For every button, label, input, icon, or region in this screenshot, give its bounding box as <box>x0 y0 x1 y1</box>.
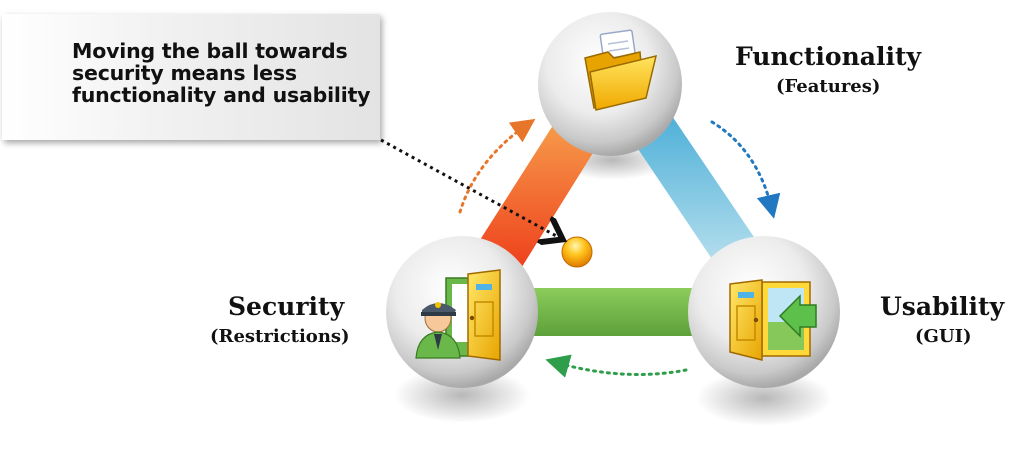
functionality-title: Functionality <box>735 42 922 71</box>
blue-curved-arrow <box>710 120 781 219</box>
callout-pointer-arrow <box>380 138 560 238</box>
functionality-subtitle: (Features) <box>776 76 881 97</box>
functionality-usability-bar <box>632 116 758 268</box>
orange-curved-arrow <box>458 118 536 214</box>
green-curved-arrow <box>545 354 688 378</box>
ball <box>561 236 593 268</box>
security-title: Security <box>228 292 345 321</box>
callout-text: Moving the ball towards security means l… <box>72 39 371 107</box>
usability-subtitle: (GUI) <box>915 326 972 347</box>
security-usability-bar <box>532 288 708 336</box>
security-sphere-shadow <box>394 367 530 423</box>
usability-sphere-shadow <box>696 370 832 426</box>
usability-title: Usability <box>880 292 1005 321</box>
door-green-arrow-icon <box>729 279 817 361</box>
folder-documents-icon <box>584 29 658 111</box>
callout-box <box>2 14 380 140</box>
security-subtitle: (Restrictions) <box>210 326 350 347</box>
security-guard-door-icon <box>415 269 501 361</box>
security-functionality-bar <box>478 108 606 270</box>
